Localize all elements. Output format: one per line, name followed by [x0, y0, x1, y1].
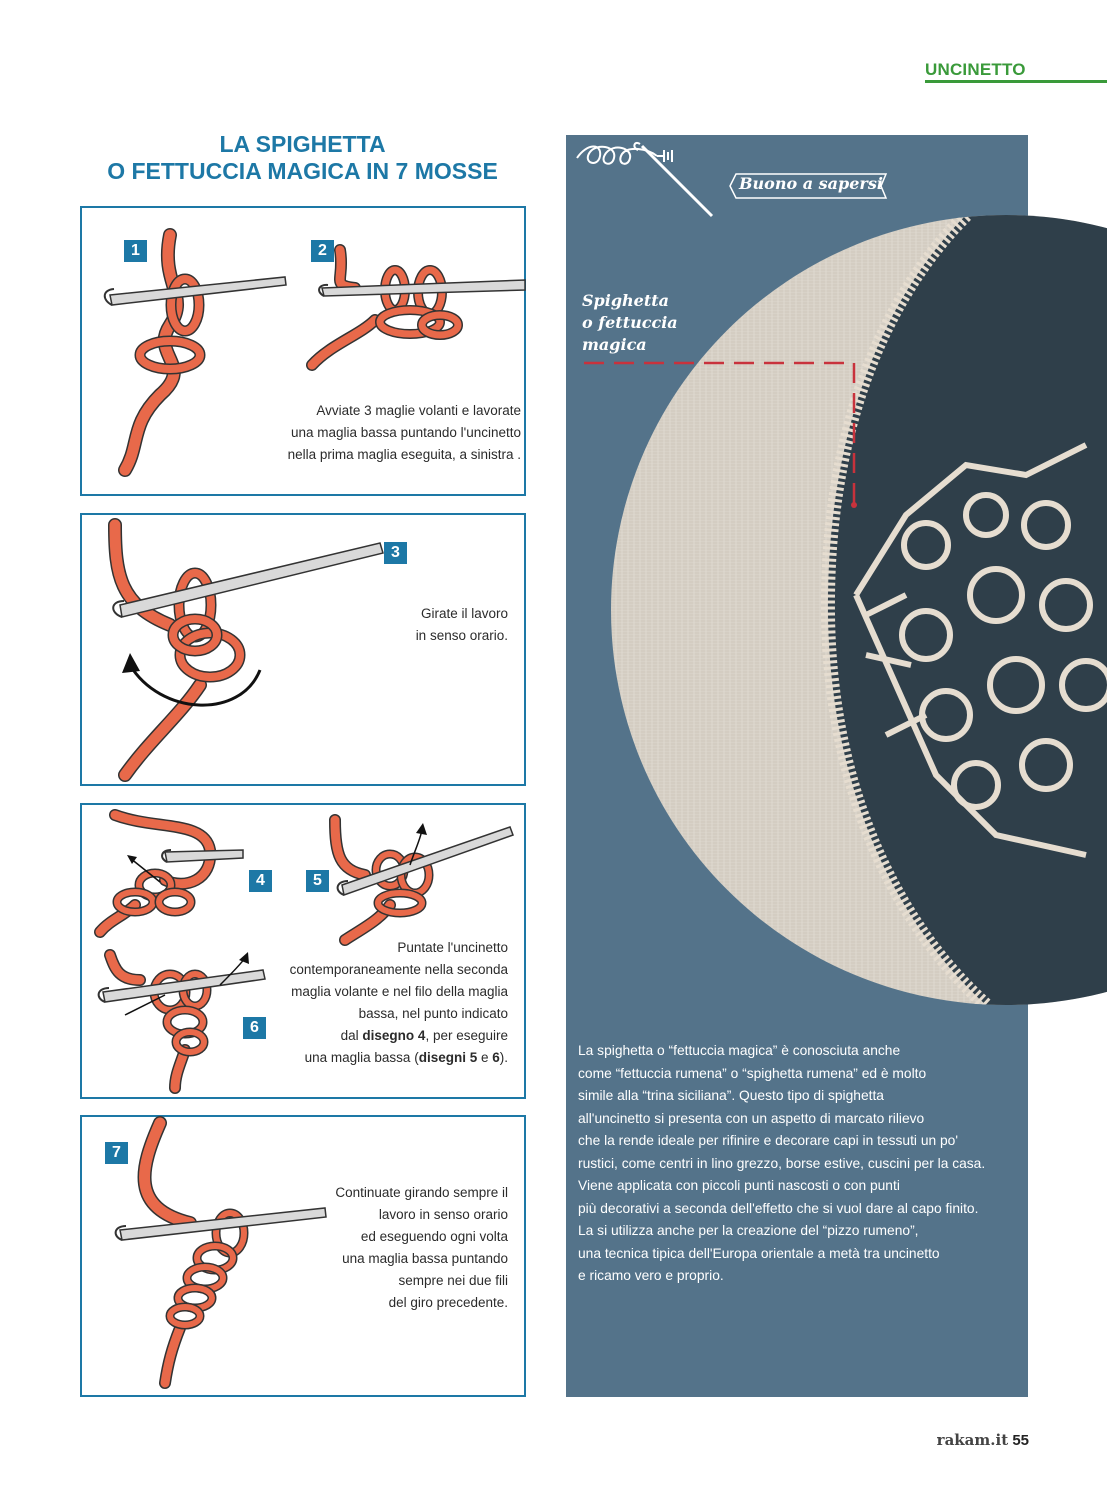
info-heading-banner	[729, 173, 888, 199]
illustration-step-7	[114, 1116, 327, 1389]
photo-label-line: Spighetta	[582, 291, 669, 310]
body-line: più decorativi a seconda dell'effetto ch…	[578, 1200, 979, 1216]
photo-label: Spighetta o fettuccia magica	[582, 290, 678, 356]
caption-line: maglia volante e nel filo della maglia	[291, 984, 508, 999]
page-footer: rakam.it 55	[937, 1431, 1029, 1449]
caption-line: Girate il lavoro	[420, 606, 508, 621]
hook-and-thread-icon	[576, 141, 714, 218]
caption-text: dal	[340, 1028, 363, 1043]
illustration-step-4	[94, 809, 244, 938]
caption-text: e	[477, 1050, 493, 1065]
step-panel-1-2	[80, 206, 526, 496]
step-badge-3: 3	[384, 542, 407, 564]
info-heading: Buono a sapersi	[739, 174, 883, 193]
step-caption-4-5-6: Puntate l'uncinetto contemporaneamente n…	[290, 937, 508, 1069]
section-label: UNCINETTO	[925, 60, 1026, 79]
caption-bold-ref: 6	[492, 1050, 500, 1065]
footer-site: rakam.it	[936, 1431, 1009, 1449]
caption-line: ed eseguendo ogni volta	[360, 1229, 508, 1244]
caption-text: una maglia bassa (	[304, 1050, 419, 1065]
step-badge-6: 6	[243, 1017, 266, 1039]
step-badge-7: 7	[105, 1142, 128, 1164]
lace-photo	[584, 215, 1107, 1005]
caption-line: una maglia bassa puntando l'uncinetto	[291, 425, 521, 440]
page-title: LA SPIGHETTA O FETTUCCIA MAGICA IN 7 MOS…	[80, 131, 525, 185]
caption-line: sempre nei due fili	[398, 1273, 508, 1288]
step-caption-3: Girate il lavoro in senso orario.	[416, 603, 508, 647]
step-badge-4: 4	[249, 870, 272, 892]
step-panel-7	[80, 1115, 526, 1397]
caption-line: in senso orario.	[415, 628, 508, 643]
body-line: Viene applicata con piccoli punti nascos…	[578, 1178, 900, 1193]
illustration-step-6	[97, 949, 266, 1094]
body-line: come “fettuccia rumena” o “spighetta rum…	[578, 1065, 927, 1081]
illustration-step-1	[103, 228, 287, 477]
photo-label-line: o fettuccia	[582, 313, 678, 332]
step-caption-1-2: Avviate 3 maglie volanti e lavorate una …	[288, 400, 521, 466]
step-badge-1: 1	[124, 240, 147, 262]
illustration-step-5	[329, 814, 514, 946]
illustration-step-2	[306, 244, 526, 371]
caption-bold-ref: disegni 5	[418, 1050, 478, 1065]
caption-text: ).	[499, 1050, 508, 1065]
photo-label-line: magica	[582, 335, 647, 354]
caption-line: una maglia bassa (disegni 5 e 6).	[290, 1047, 508, 1069]
body-line: rustici, come centri in lino grezzo, bor…	[578, 1155, 986, 1171]
body-line: simile alla “trina siciliana”. Questo ti…	[578, 1088, 884, 1103]
info-body-text: La spighetta o “fettuccia magica” è cono…	[578, 1040, 1023, 1288]
caption-line: nella prima maglia eseguita, a sinistra …	[287, 447, 521, 462]
caption-line: Avviate 3 maglie volanti e lavorate	[316, 403, 521, 418]
caption-line: del giro precedente.	[388, 1295, 508, 1310]
caption-line: Continuate girando sempre il	[335, 1185, 508, 1200]
illustration-step-3	[108, 518, 384, 782]
caption-line: lavoro in senso orario	[378, 1207, 508, 1222]
body-line: all'uncinetto si presenta con un aspetto…	[578, 1110, 925, 1126]
step-badge-5: 5	[306, 870, 329, 892]
body-line: che la rende ideale per rifinire e decor…	[578, 1133, 958, 1148]
step-caption-7: Continuate girando sempre il lavoro in s…	[335, 1182, 508, 1314]
caption-line: una maglia bassa puntando	[342, 1251, 508, 1266]
caption-line: dal disegno 4, per eseguire	[290, 1025, 508, 1047]
section-rule	[925, 80, 1107, 83]
caption-line: Puntate l'uncinetto	[397, 940, 508, 955]
page-number: 55	[1012, 1432, 1029, 1449]
caption-text: , per eseguire	[425, 1028, 508, 1043]
body-line: La spighetta o “fettuccia magica” è cono…	[578, 1043, 901, 1058]
caption-line: contemporaneamente nella seconda	[289, 962, 508, 977]
body-line: La si utilizza anche per la creazione de…	[578, 1223, 919, 1238]
title-line-1: LA SPIGHETTA	[219, 131, 386, 157]
body-line: una tecnica tipica dell'Europa orientale…	[578, 1245, 940, 1261]
title-line-2: O FETTUCCIA MAGICA IN 7 MOSSE	[107, 158, 498, 184]
body-line: e ricamo vero e proprio.	[578, 1268, 724, 1283]
step-badge-2: 2	[311, 240, 334, 262]
caption-bold-ref: disegno 4	[362, 1028, 426, 1043]
caption-line: bassa, nel punto indicato	[358, 1006, 508, 1021]
